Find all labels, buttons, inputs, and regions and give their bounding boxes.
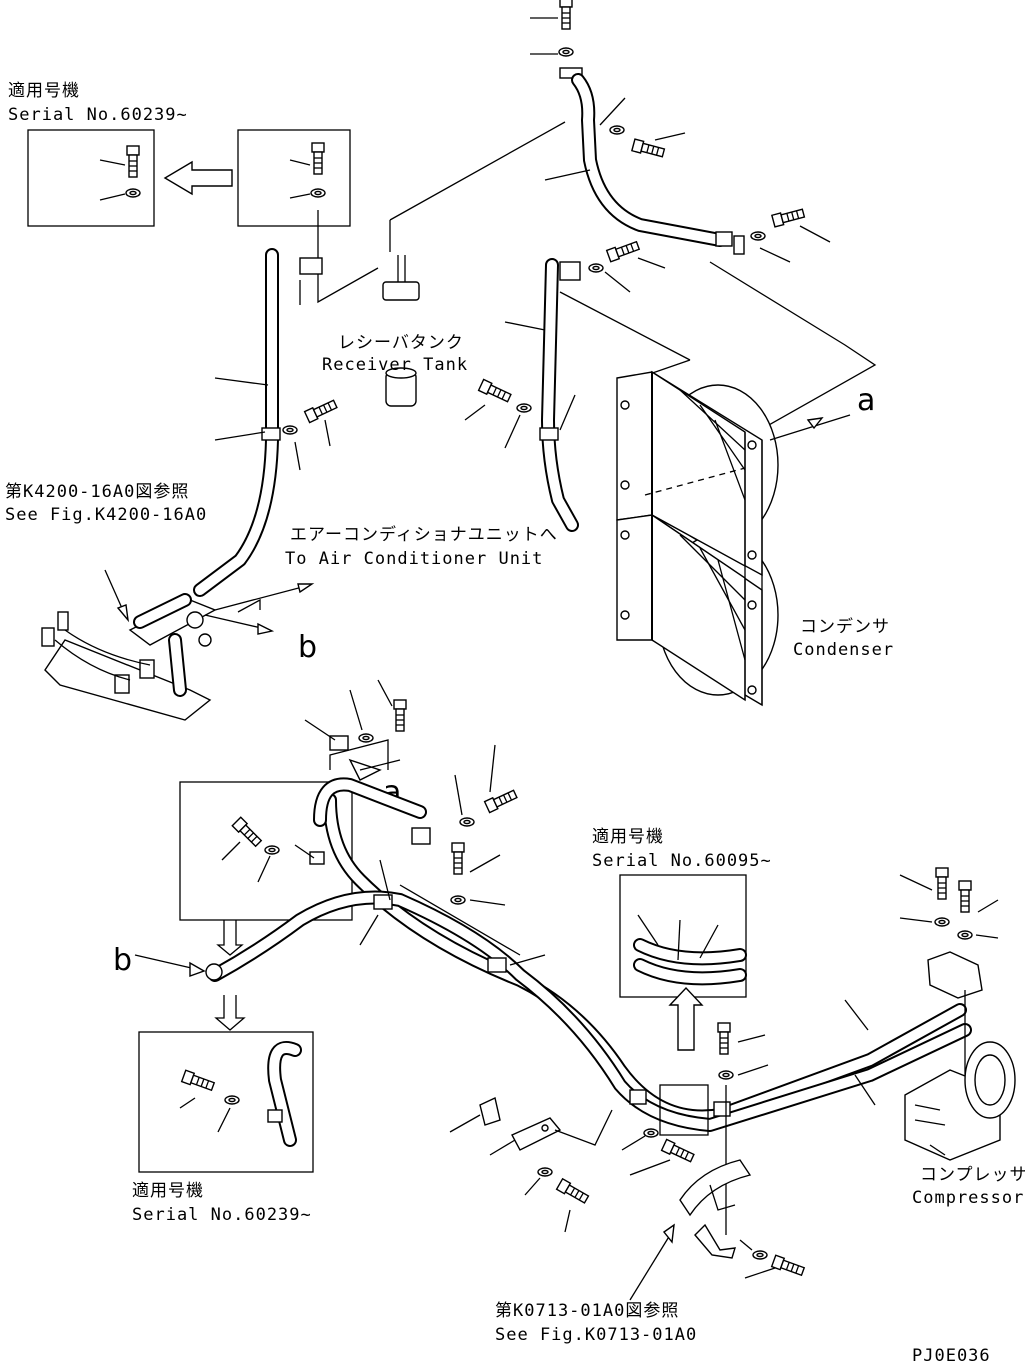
aircon-unit-label-jp: エアーコンディショナユニットへ bbox=[290, 524, 558, 545]
compressor-label: Compressor bbox=[912, 1188, 1024, 1208]
receiver-leaders bbox=[317, 121, 566, 304]
arrow-icon bbox=[668, 986, 704, 1051]
lower-brackets bbox=[449, 1022, 806, 1301]
inset-serial-bottom bbox=[138, 1031, 314, 1173]
top-hose-assembly bbox=[530, 0, 831, 263]
receiver-tank-label: Receiver Tank bbox=[322, 355, 468, 375]
fig-k0713-label-jp: 第K0713-01A0図参照 bbox=[495, 1301, 679, 1321]
callout-a-top: a bbox=[857, 383, 875, 418]
middle-hose-assembly bbox=[464, 239, 877, 532]
lower-hose-assembly: a bbox=[134, 679, 972, 1132]
serial-bottom-label: Serial No.60239~ bbox=[132, 1205, 312, 1225]
serial-mid-label: Serial No.60095~ bbox=[592, 851, 772, 871]
serial-bottom-label-jp: 適用号機 bbox=[132, 1181, 204, 1201]
drawing-code: PJ0E036 bbox=[912, 1346, 991, 1366]
fig-k0713-label: See Fig.K0713-01A0 bbox=[495, 1325, 697, 1345]
compressor bbox=[844, 867, 1016, 1161]
receiver-tank bbox=[382, 255, 420, 407]
aircon-unit-label: To Air Conditioner Unit bbox=[285, 549, 543, 569]
fig-k4200-label: See Fig.K4200-16A0 bbox=[5, 505, 207, 525]
receiver-tank-label-jp: レシーバタンク bbox=[338, 333, 464, 353]
condenser-label: Condenser bbox=[793, 640, 894, 660]
callout-b-top: b bbox=[298, 630, 317, 665]
serial-top-label: Serial No.60239~ bbox=[8, 105, 188, 125]
left-hose-assembly bbox=[193, 248, 339, 597]
serial-top-label-jp: 適用号機 bbox=[8, 81, 80, 101]
callout-b-bottom: b bbox=[113, 943, 132, 978]
fig-k4200-label-jp: 第K4200-16A0図参照 bbox=[5, 482, 189, 502]
compressor-label-jp: コンプレッサ bbox=[920, 1165, 1025, 1185]
arrow-icon bbox=[163, 160, 233, 196]
aircon-bracket-assembly bbox=[41, 569, 315, 721]
serial-mid-label-jp: 適用号機 bbox=[592, 827, 664, 847]
inset-serial-mid bbox=[619, 874, 747, 1136]
condenser bbox=[616, 370, 779, 707]
condenser-label-jp: コンデンサ bbox=[800, 616, 890, 637]
inset-serial-top bbox=[27, 129, 351, 227]
